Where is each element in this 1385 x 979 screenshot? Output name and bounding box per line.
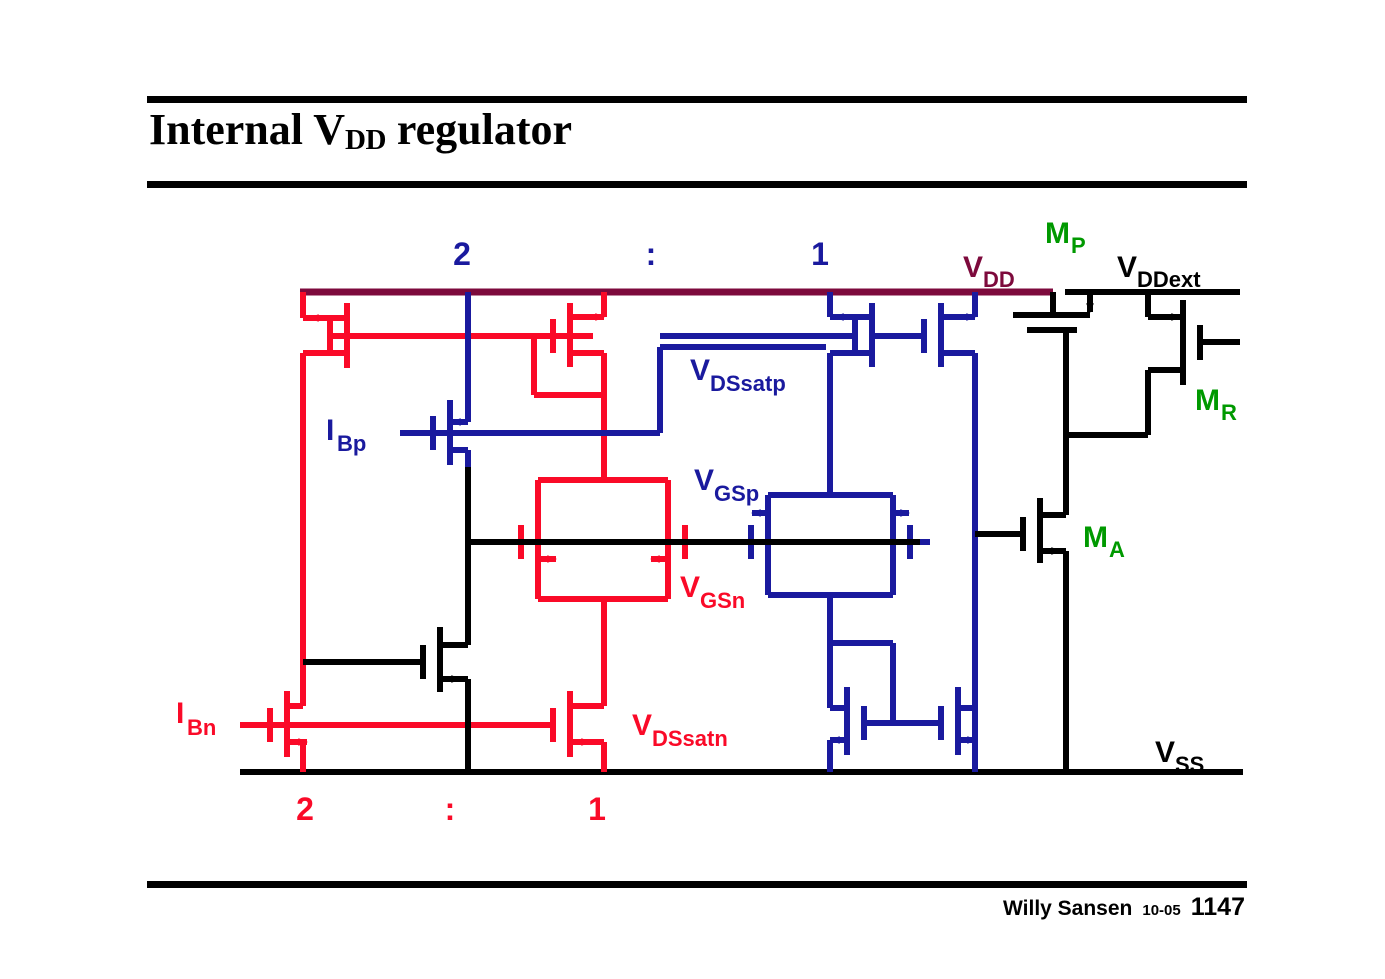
title-top-rule bbox=[147, 96, 1247, 103]
vgsn-label-main: V bbox=[680, 571, 700, 604]
vdssatn-label-main: V bbox=[632, 709, 652, 742]
footer-rule bbox=[147, 881, 1247, 888]
ibp-label-sub: Bp bbox=[337, 431, 366, 456]
ibp-label: I Bp bbox=[326, 414, 366, 456]
ma-label: M A bbox=[1083, 521, 1125, 562]
ratio-bottom-colon-label: : bbox=[445, 791, 456, 827]
ibn-label-sub: Bn bbox=[187, 715, 216, 740]
mr-label-sub: R bbox=[1221, 400, 1237, 425]
title-bottom-rule bbox=[147, 181, 1247, 188]
mr-label: M R bbox=[1195, 384, 1237, 425]
vgsp-label-main: V bbox=[694, 464, 714, 497]
ratio-top-left-label: 2 bbox=[453, 236, 471, 272]
vss-label-main: V bbox=[1155, 736, 1175, 769]
vdssatp-label-sub: DSsatp bbox=[710, 371, 786, 396]
vdssatn-label-sub: DSsatn bbox=[652, 726, 728, 751]
vgsp-label-sub: GSp bbox=[714, 481, 759, 506]
ratio-bottom-left-label: 2 bbox=[296, 791, 314, 827]
vdssatp-label-main: V bbox=[690, 354, 710, 387]
vddext-label-sub: DDext bbox=[1137, 267, 1201, 292]
vdssatn-label: V DSsatn bbox=[632, 709, 728, 751]
mr-label-main: M bbox=[1195, 384, 1220, 417]
footer: Willy Sansen 10-05 1147 bbox=[1003, 893, 1245, 922]
vgsn-label-sub: GSn bbox=[700, 588, 745, 613]
ibn-label: I Bn bbox=[176, 697, 216, 740]
footer-author: Willy Sansen bbox=[1003, 897, 1133, 920]
vdd-label-main: V bbox=[963, 251, 983, 284]
page-title: Internal VDD regulator bbox=[149, 104, 573, 156]
vddext-label-main: V bbox=[1117, 251, 1137, 284]
vss-label-sub: SS bbox=[1175, 752, 1204, 777]
vdssatp-label: V DSsatp bbox=[690, 354, 786, 396]
page-title-tail: regulator bbox=[385, 105, 573, 154]
vdd-label: V DD bbox=[963, 251, 1015, 292]
vdd-label-sub: DD bbox=[983, 267, 1015, 292]
mp-label-sub: P bbox=[1071, 233, 1086, 258]
ratio-bottom-right-label: 1 bbox=[588, 791, 606, 827]
vgsp-label: V GSp bbox=[694, 464, 759, 506]
mp-label-main: M bbox=[1045, 217, 1070, 250]
ratio-top-colon-label: : bbox=[646, 236, 657, 272]
page-title-main: Internal V bbox=[149, 105, 345, 154]
ratio-top-right-label: 1 bbox=[811, 236, 829, 272]
footer-page-number: 1147 bbox=[1190, 893, 1245, 921]
mp-label: M P bbox=[1045, 217, 1086, 258]
ma-label-sub: A bbox=[1109, 537, 1125, 562]
vgsn-label: V GSn bbox=[680, 571, 745, 613]
ibp-label-main: I bbox=[326, 414, 334, 447]
page-title-subscript: DD bbox=[344, 124, 386, 156]
circuit-svg: 2 : 1 2 : 1 V DD M P V DDext M R M A bbox=[176, 217, 1243, 827]
ma-label-main: M bbox=[1083, 521, 1108, 554]
vss-label: V SS bbox=[1155, 736, 1204, 777]
vddext-label: V DDext bbox=[1117, 251, 1201, 292]
ibn-label-main: I bbox=[176, 697, 184, 730]
circuit-diagram: 2 : 1 2 : 1 V DD M P V DDext M R M A bbox=[0, 195, 1385, 855]
footer-date: 10-05 bbox=[1142, 902, 1181, 919]
